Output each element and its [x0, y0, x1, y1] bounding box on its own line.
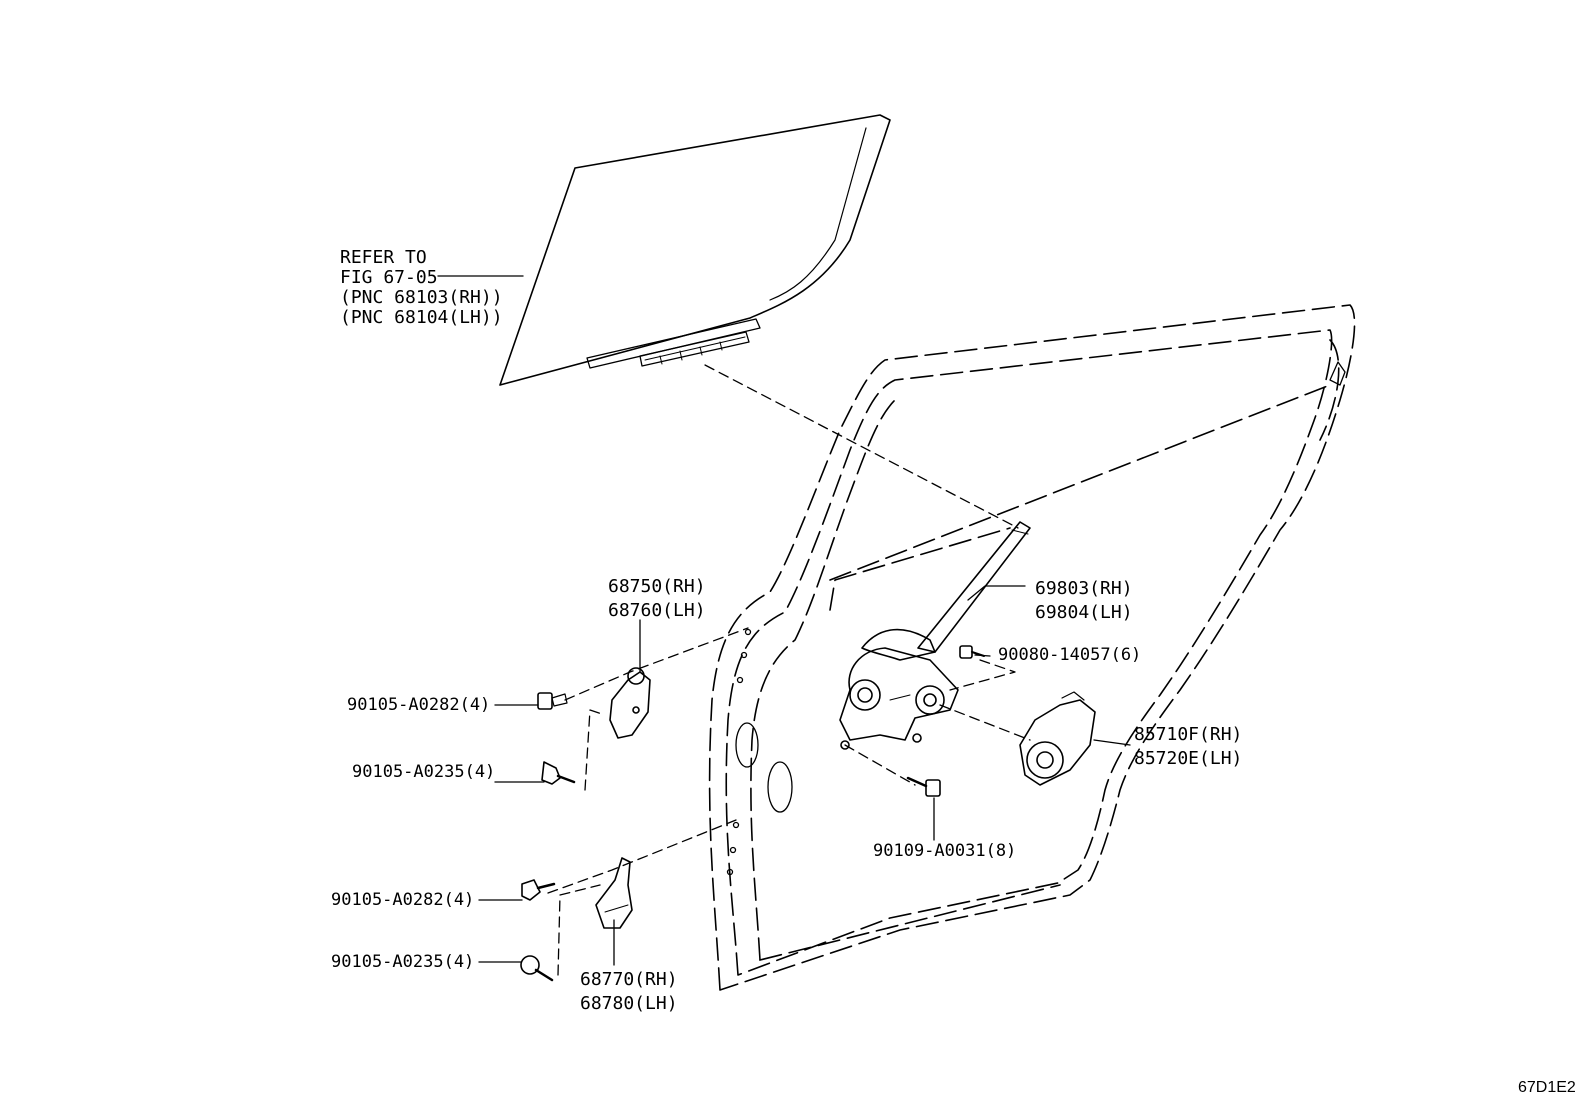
- lower-hinge: [595, 857, 633, 929]
- motor-bolt-label: 90080-14057(6): [998, 645, 1141, 665]
- bolt-icon-upper-2: [541, 761, 576, 785]
- bolt-icon-lower-2: [520, 955, 554, 982]
- lower-hinge-lh-label: 68780(LH): [580, 993, 678, 1014]
- regulator-rh-label: 69803(RH): [1035, 578, 1133, 599]
- motor-lh-label: 85720E(LH): [1134, 748, 1242, 769]
- upper-hinge-lh-label: 68760(LH): [608, 600, 706, 621]
- door-frame-details: [726, 361, 1346, 876]
- figure-code: 67D1E2: [1518, 1079, 1576, 1096]
- bolt-icon-motor: [959, 645, 985, 659]
- glass-reference-line-2: FIG 67-05: [340, 267, 438, 288]
- upper-hinge-bolt-1-label: 90105-A0282(4): [347, 695, 490, 715]
- upper-hinge-bolt-2-label: 90105-A0235(4): [352, 762, 495, 782]
- lower-hinge-rh-label: 68770(RH): [580, 969, 678, 990]
- lower-hinge-bolt-1-label: 90105-A0282(4): [331, 890, 474, 910]
- assembly-lines: [547, 364, 1031, 976]
- motor-rh-label: 85710F(RH): [1134, 724, 1242, 745]
- regulator-lh-label: 69804(LH): [1035, 602, 1133, 623]
- door-glass: [499, 114, 891, 386]
- window-regulator: [839, 521, 1031, 750]
- lower-hinge-bolt-2-label: 90105-A0235(4): [331, 952, 474, 972]
- door-frame: [708, 304, 1356, 991]
- bolt-icon-lower-1: [521, 879, 556, 901]
- regulator-bolt-label: 90109-A0031(8): [873, 841, 1016, 861]
- callout-labels: REFER TO FIG 67-05 (PNC 68103(RH)) (PNC …: [331, 247, 1576, 1096]
- upper-hinge-rh-label: 68750(RH): [608, 576, 706, 597]
- glass-reference-line-1: REFER TO: [340, 247, 427, 268]
- glass-reference-line-3: (PNC 68103(RH)): [340, 287, 503, 308]
- bolt-icon-regulator: [906, 776, 941, 797]
- upper-hinge: [609, 667, 651, 739]
- glass-reference-line-4: (PNC 68104(LH)): [340, 307, 503, 328]
- leader-lines: [437, 275, 1131, 966]
- regulator-motor: [1019, 691, 1096, 786]
- bolt-icon-upper-1: [537, 692, 568, 710]
